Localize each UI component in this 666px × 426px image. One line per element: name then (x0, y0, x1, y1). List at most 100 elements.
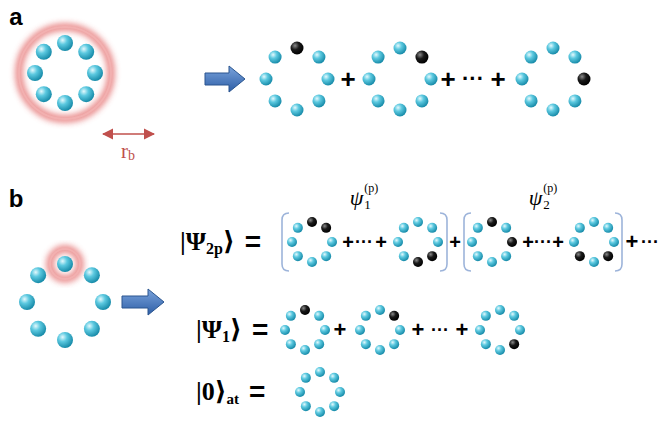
ground-atom (36, 44, 52, 60)
ground-atom (280, 325, 290, 335)
atom-ring (27, 35, 103, 111)
ground-atom (329, 401, 339, 411)
ground-atom (57, 332, 73, 348)
ground-atom (312, 51, 325, 64)
operator: ··· (534, 233, 552, 251)
bracket (615, 213, 622, 271)
math-label: at (227, 392, 240, 407)
ground-atom (286, 311, 296, 321)
operator: + (412, 319, 425, 341)
ground-atom (30, 267, 46, 283)
atom-ring (355, 305, 405, 355)
blockade-ring (19, 27, 111, 119)
panel-letter: a (9, 5, 22, 29)
ground-atom (413, 217, 423, 227)
math-label: 2 (543, 198, 550, 211)
ground-atom (589, 217, 599, 227)
math-label: ⟩ (223, 229, 235, 255)
operator: + (342, 232, 354, 252)
ground-atom (30, 321, 46, 337)
operator: ··· (355, 233, 373, 251)
operator: = (245, 228, 261, 256)
operator: + (449, 232, 461, 252)
atom-ring (467, 217, 517, 267)
ground-atom (589, 257, 599, 267)
math-label: ⟩ (230, 317, 242, 343)
excited-atom (603, 251, 613, 261)
ground-atom (287, 237, 297, 247)
ground-atom (568, 51, 581, 64)
ground-atom (307, 257, 317, 267)
ground-atom (603, 223, 613, 233)
ground-atom (399, 251, 409, 261)
ground-atom (481, 311, 491, 321)
ground-atom (78, 44, 94, 60)
math-label: (p) (543, 182, 557, 194)
excited-atom (415, 51, 428, 64)
ground-atom (495, 305, 505, 315)
ground-atom (269, 51, 282, 64)
ground-atom (569, 237, 579, 247)
ground-atom (475, 325, 485, 335)
math-label: |0⟩ (196, 379, 227, 405)
ground-atom (286, 339, 296, 349)
radius-label: r (121, 141, 128, 162)
ground-atom (363, 73, 376, 86)
ground-atom (57, 35, 73, 51)
ground-atom (269, 94, 282, 107)
ground-atom (515, 325, 525, 335)
block-arrow (205, 66, 245, 92)
operator: + (490, 66, 505, 92)
ground-atom (19, 294, 35, 310)
operator: + (340, 66, 355, 92)
operator: + (626, 231, 639, 253)
ground-atom (525, 51, 538, 64)
ground-atom (415, 94, 428, 107)
math-label: 2p (206, 241, 223, 257)
ground-atom (509, 311, 519, 321)
excited-atom (291, 42, 304, 55)
ground-atom (361, 339, 371, 349)
atom-ring (363, 42, 438, 117)
ground-atom (57, 256, 73, 272)
ground-atom (501, 251, 511, 261)
excited-atom (575, 251, 585, 261)
bracket (282, 213, 289, 271)
ground-atom (27, 65, 43, 81)
ground-atom (322, 73, 335, 86)
panel-letter: b (9, 187, 24, 211)
ground-atom (467, 237, 477, 247)
ground-atom (495, 345, 505, 355)
operator: + (522, 232, 534, 252)
atom-ring (393, 217, 443, 267)
excited-atom (413, 257, 423, 267)
excited-atom (509, 339, 519, 349)
math-label: (p) (364, 182, 378, 194)
math-label: 1 (364, 198, 371, 211)
operator: ··· (641, 233, 659, 251)
ground-atom (355, 325, 365, 335)
radius-arrow (103, 133, 154, 135)
math-label: ψ (529, 187, 543, 209)
ground-atom (295, 387, 305, 397)
ground-atom (301, 373, 311, 383)
operator: ··· (431, 321, 449, 339)
ground-atom (473, 251, 483, 261)
operator: + (440, 66, 455, 92)
operator: + (552, 232, 564, 252)
ground-atom (395, 325, 405, 335)
ground-atom (375, 305, 385, 315)
ground-atom (394, 42, 407, 55)
ground-atom (427, 223, 437, 233)
bracket (464, 213, 471, 271)
ground-atom (293, 251, 303, 261)
atom-ring (516, 42, 591, 117)
operator: = (252, 316, 268, 344)
ground-atom (389, 339, 399, 349)
ground-atom (394, 104, 407, 117)
atom-ring (19, 256, 111, 348)
operator: ··· (462, 68, 484, 90)
blockade-ring (50, 249, 80, 279)
ground-atom (78, 86, 94, 102)
